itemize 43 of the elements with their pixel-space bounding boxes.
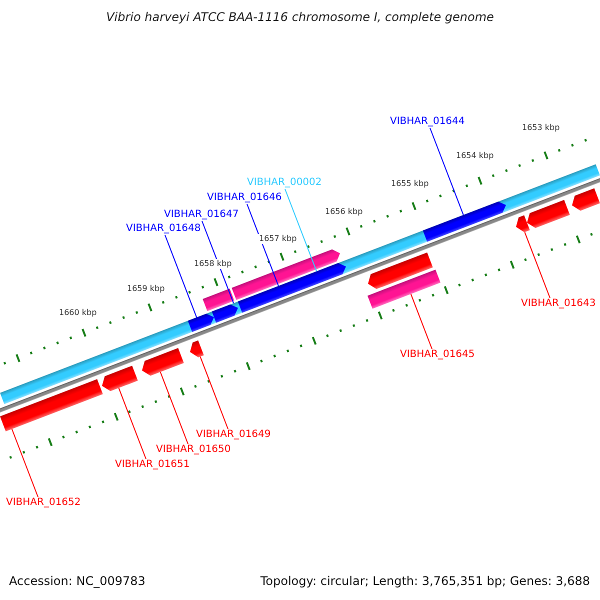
- leader-line: [430, 128, 464, 216]
- gene-label: VIBHAR_01650: [156, 444, 231, 456]
- gene-label: VIBHAR_01652: [6, 497, 81, 509]
- scale-label: 1657 kbp: [258, 234, 298, 244]
- gene-label: VIBHAR_01648: [126, 223, 201, 235]
- gene-label: VIBHAR_01644: [390, 116, 465, 128]
- accession-text: Accession: NC_009783: [9, 574, 146, 589]
- gene-label: VIBHAR_01646: [207, 192, 282, 204]
- gene-block: [368, 270, 440, 309]
- gene-label: VIBHAR_01651: [115, 459, 190, 471]
- scale-label: 1654 kbp: [455, 151, 495, 161]
- gene-label: VIBHAR_01647: [164, 209, 239, 221]
- gene-block: [527, 200, 570, 228]
- leader-line: [202, 220, 234, 304]
- leader-line: [200, 356, 228, 430]
- leader-line: [118, 387, 146, 460]
- genome-info-text: Topology: circular; Length: 3,765,351 bp; Genes: 3,688: [260, 574, 590, 589]
- leader-line: [246, 204, 279, 286]
- leader-line: [11, 428, 38, 498]
- gene-block: [142, 348, 184, 376]
- gene-label: VIBHAR_00002: [247, 177, 322, 189]
- gene-label: VIBHAR_01643: [521, 298, 596, 310]
- gene-block: [0, 379, 103, 432]
- scale-label: 1660 kbp: [58, 308, 98, 318]
- gene-block: [202, 288, 234, 312]
- gene-block: [190, 340, 204, 358]
- gene-block: [368, 252, 433, 290]
- scale-label: 1658 kbp: [193, 259, 233, 269]
- scale-label: 1653 kbp: [521, 123, 561, 133]
- gene-label: VIBHAR_01645: [400, 349, 475, 361]
- leader-line: [524, 232, 550, 298]
- scale-label: 1659 kbp: [126, 284, 166, 294]
- map-title: Vibrio harveyi ATCC BAA-1116 chromosome I, complete genome: [106, 10, 494, 24]
- gene-label: VIBHAR_01649: [196, 429, 271, 441]
- leader-line: [284, 188, 318, 272]
- leader-line: [164, 234, 198, 318]
- gene-block: [572, 188, 600, 211]
- gene-block: [516, 215, 530, 232]
- gene-block: [102, 366, 138, 392]
- gene-block: [232, 249, 340, 300]
- scale-label: 1655 kbp: [390, 179, 430, 189]
- scale-label: 1656 kbp: [324, 207, 364, 217]
- leader-line: [160, 372, 188, 444]
